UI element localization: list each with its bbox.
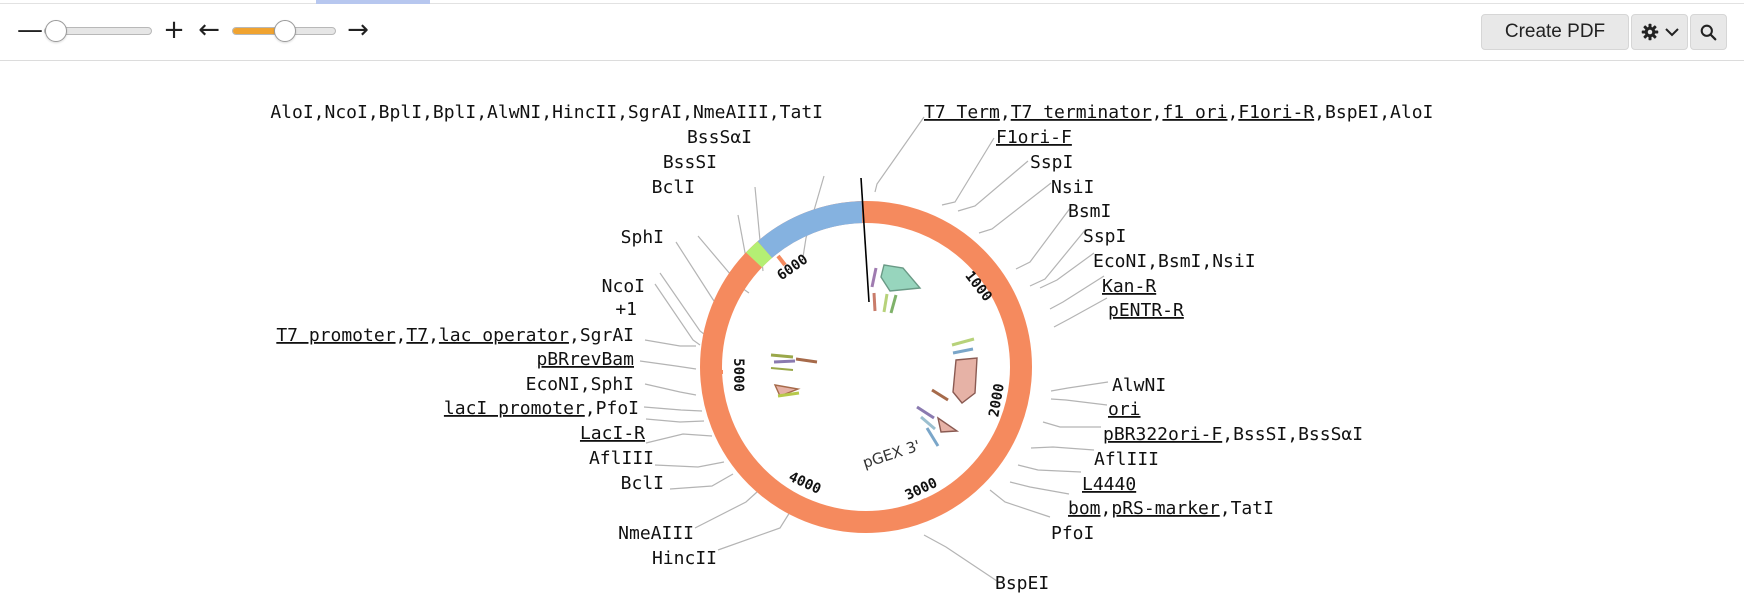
search-button[interactable] — [1690, 14, 1727, 50]
rotation-slider-fill — [233, 28, 285, 34]
tick-label-2000: 2000 — [986, 382, 1008, 418]
search-icon — [1700, 24, 1717, 40]
label-econi-sphi[interactable]: EcoNI,SphI — [526, 374, 634, 395]
label-enzymes-top-left[interactable]: AloI,NcoI,BplI,BplI,AlwNI,HincII,SgrAI,N… — [270, 102, 823, 123]
right-labels[interactable]: T7 Term,T7 terminator,f1 ori,F1ori-R,Bsp… — [924, 102, 1433, 594]
label-alwni[interactable]: AlwNI — [1112, 375, 1166, 396]
label-f1ori-f[interactable]: F1ori-F — [996, 127, 1072, 148]
plasmid-name: pGEX 3' — [860, 437, 922, 472]
label-ori[interactable]: ori — [1108, 399, 1141, 420]
zoom-slider-thumb[interactable] — [45, 20, 67, 42]
settings-dropdown-button[interactable] — [1631, 14, 1688, 50]
label-econi-bsmi-nsii[interactable]: EcoNI,BsmI,NsiI — [1093, 251, 1256, 272]
top-border — [0, 0, 1744, 4]
label-ncoi[interactable]: NcoI — [602, 276, 645, 297]
label-t7-term-group[interactable]: T7 Term,T7 terminator,f1 ori,F1ori-R,Bsp… — [924, 102, 1433, 123]
origin-marker — [860, 177, 870, 303]
zoom-out-button[interactable]: — — [17, 15, 43, 45]
gear-icon — [1641, 23, 1658, 41]
zoom-slider[interactable] — [44, 20, 152, 42]
inner-features[interactable] — [770, 264, 978, 447]
tick-label-5000: 5000 — [730, 358, 746, 392]
tick-marks — [712, 254, 1020, 510]
rotate-right-button[interactable]: → — [347, 15, 369, 45]
feature-f1-ori-arc[interactable] — [757, 201, 863, 259]
label-afliii-right[interactable]: AflIII — [1094, 449, 1159, 470]
label-sphi[interactable]: SphI — [621, 227, 664, 248]
label-sspi-top[interactable]: SspI — [1030, 152, 1073, 173]
label-nmeaiii[interactable]: NmeAIII — [618, 523, 694, 544]
label-pfoi-right[interactable]: PfoI — [1051, 523, 1094, 544]
label-laci-promoter-group[interactable]: lacI promoter,PfoI — [444, 398, 639, 419]
left-labels[interactable]: AloI,NcoI,BplI,BplI,AlwNI,HincII,SgrAI,N… — [270, 102, 823, 569]
label-bsssi-left[interactable]: BssSI — [663, 152, 717, 173]
label-bspei[interactable]: BspEI — [995, 573, 1049, 594]
label-kan-r[interactable]: Kan-R — [1102, 276, 1156, 297]
label-afliii-left[interactable]: AflIII — [589, 448, 654, 469]
toolbar: — + ← → Create PDF — [0, 5, 1744, 61]
zoom-in-button[interactable]: + — [163, 15, 185, 45]
label-pbrrevbam[interactable]: pBRrevBam — [536, 349, 634, 370]
plasmid-map[interactable]: 1000 2000 3000 4000 5000 6000 pGEX 3' Al… — [0, 62, 1744, 616]
chevron-down-icon — [1664, 28, 1679, 37]
label-bsmi[interactable]: BsmI — [1068, 201, 1111, 222]
label-nsii[interactable]: NsiI — [1051, 177, 1094, 198]
feature-t7-terminator-arc[interactable] — [745, 241, 773, 268]
label-pentr-r[interactable]: pENTR-R — [1108, 300, 1184, 321]
plasmid-backbone[interactable] — [700, 201, 1032, 533]
label-sspi[interactable]: SspI — [1083, 226, 1126, 247]
label-pbr322ori-f-group[interactable]: pBR322ori-F,BssSI,BssSαI — [1103, 424, 1363, 445]
rotation-slider-thumb[interactable] — [274, 20, 296, 42]
label-bcli-top[interactable]: BclI — [652, 177, 695, 198]
rotate-left-button[interactable]: ← — [198, 15, 220, 45]
create-pdf-button[interactable]: Create PDF — [1481, 14, 1629, 50]
label-hincii[interactable]: HincII — [652, 548, 717, 569]
rotation-slider[interactable] — [232, 20, 336, 42]
label-bcli-bottom[interactable]: BclI — [621, 473, 664, 494]
active-tab-indicator — [316, 0, 430, 4]
label-bom-group[interactable]: bom,pRS-marker,TatI — [1068, 498, 1274, 519]
label-laci-r[interactable]: LacI-R — [580, 423, 645, 444]
label-bsssai-left[interactable]: BssSαI — [687, 127, 752, 148]
label-plus-one[interactable]: +1 — [615, 299, 637, 320]
label-t7-promoter-group[interactable]: T7 promoter,T7,lac operator,SgrAI — [276, 325, 634, 346]
label-l4440[interactable]: L4440 — [1082, 474, 1136, 495]
